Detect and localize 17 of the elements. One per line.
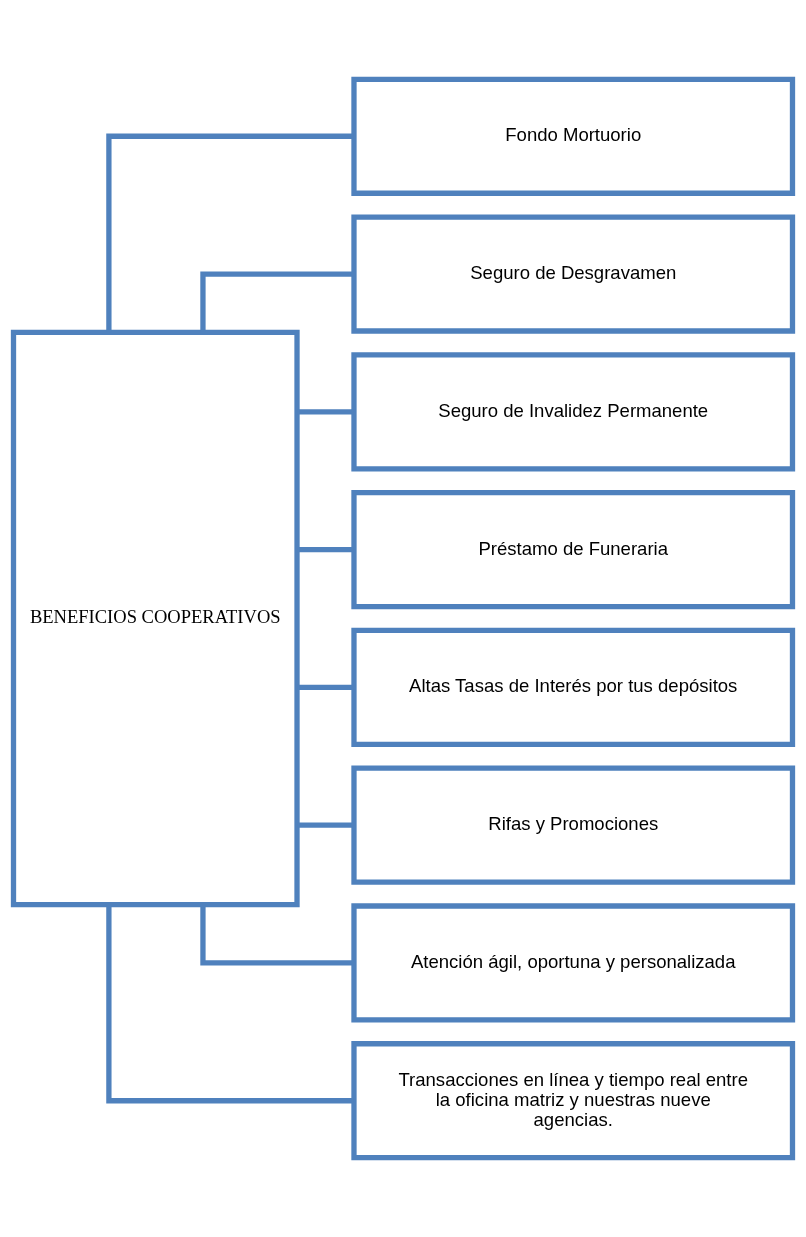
- node-box: Seguro de Invalidez Permanente: [351, 352, 796, 472]
- node-box: Fondo Mortuorio: [351, 76, 796, 196]
- connector: [106, 133, 354, 333]
- connector: [297, 546, 354, 553]
- connector: [297, 684, 354, 691]
- node-box: Préstamo de Funeraria: [351, 490, 796, 610]
- node-box: Transacciones en línea y tiempo real entre la oficina matriz y nuestras nueve agencias.: [351, 1041, 796, 1161]
- connector: [200, 904, 354, 966]
- node-box: Seguro de Desgravamen: [351, 214, 796, 334]
- node-box: Atención ágil, oportuna y personalizada: [351, 903, 796, 1023]
- node-box: BENEFICIOS COOPERATIVOS: [10, 329, 300, 908]
- connector: [297, 822, 354, 828]
- node-box: Altas Tasas de Interés por tus depósitos: [351, 627, 796, 747]
- node-box: Rifas y Promociones: [351, 765, 796, 885]
- connector: [106, 904, 354, 1104]
- connector: [297, 409, 354, 415]
- connector: [200, 271, 354, 333]
